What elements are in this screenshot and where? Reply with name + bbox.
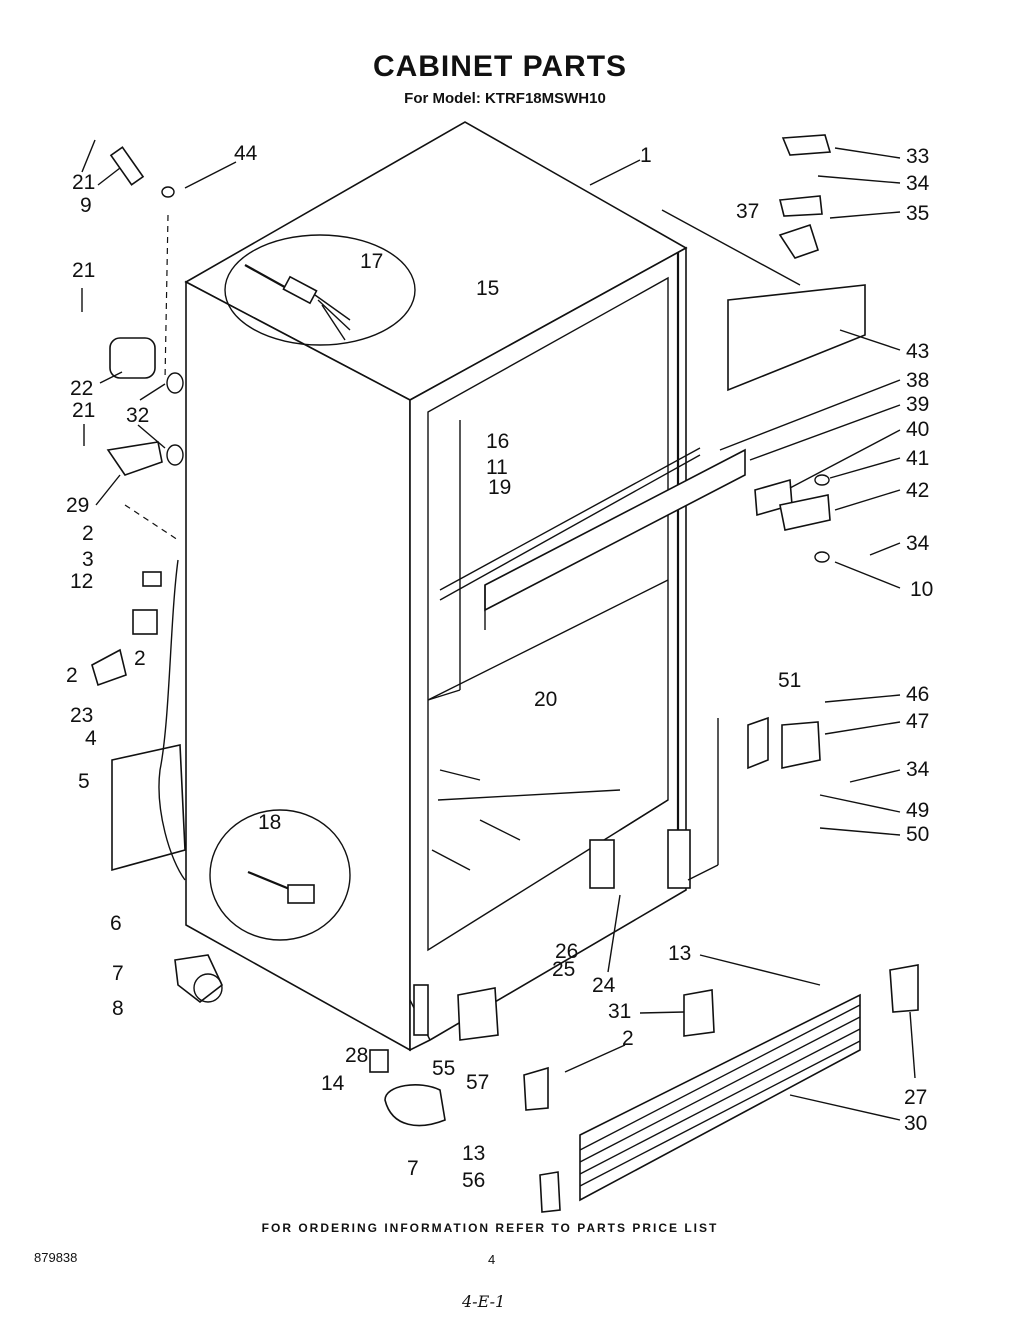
callout-label: 2 <box>134 647 146 670</box>
callout-label: 21 <box>72 171 95 194</box>
callout-label: 40 <box>906 418 929 441</box>
callout-label: 41 <box>906 447 929 470</box>
part-18 <box>247 870 315 904</box>
callout-label: 2 <box>622 1027 634 1050</box>
callout-label: 51 <box>778 669 801 692</box>
callout-label: 39 <box>906 393 929 416</box>
callout-label: 9 <box>80 194 92 217</box>
page-title: CABINET PARTS <box>372 50 628 83</box>
callout-label: 2 <box>82 522 94 545</box>
detail-bubble-18 <box>209 809 351 941</box>
right-parts <box>661 134 866 881</box>
callout-label: 11 <box>486 456 508 479</box>
callout-label: 1 <box>640 144 652 167</box>
callout-label: 56 <box>462 1169 485 1192</box>
callout-label: 24 <box>592 974 616 997</box>
callout-label: 27 <box>904 1086 927 1109</box>
callout-label: 30 <box>904 1112 927 1135</box>
wire-harness <box>244 264 351 341</box>
callout-label: 12 <box>70 570 93 593</box>
callout-label: 19 <box>488 476 511 499</box>
callout-label: 38 <box>906 369 929 392</box>
callout-label: 7 <box>407 1157 419 1180</box>
callout-label: 42 <box>906 479 929 502</box>
callout-label: 33 <box>906 145 929 168</box>
callout-label: 15 <box>476 277 499 300</box>
callout-label: 29 <box>66 494 89 517</box>
callout-label: 43 <box>906 340 929 363</box>
callout-label: 26 <box>555 940 578 963</box>
document-number: 879838 <box>34 1250 78 1265</box>
callout-label: 18 <box>258 811 281 834</box>
leader-lines <box>81 139 916 1121</box>
callout-label: 46 <box>906 683 929 706</box>
callout-label: 13 <box>462 1142 485 1165</box>
callout-label: 21 <box>72 399 95 422</box>
callout-label: 31 <box>608 1000 631 1023</box>
callout-label: 13 <box>668 942 691 965</box>
callout-label: 2 <box>66 664 78 687</box>
callout-label: 7 <box>112 962 124 985</box>
callout-label: 34 <box>906 758 930 781</box>
callout-label: 3 <box>82 548 94 571</box>
cabinet-body <box>184 121 691 1052</box>
callout-label: 34 <box>906 172 930 195</box>
left-parts <box>91 146 223 1004</box>
callout-label: 28 <box>345 1044 368 1067</box>
callout-label: 23 <box>70 704 93 727</box>
callout-label: 55 <box>432 1057 455 1080</box>
callout-label: 14 <box>321 1072 345 1095</box>
handwritten-note: 4-E-1 <box>462 1292 506 1311</box>
callout-label: 4 <box>85 727 97 750</box>
bottom-parts <box>369 964 919 1213</box>
callout-label: 34 <box>906 532 930 555</box>
callout-label: 22 <box>70 377 93 400</box>
callout-label: 32 <box>126 404 149 427</box>
callouts: 1 2 2 2 2 3 4 5 6 7 7 8 9 10 11 12 13 13… <box>66 142 933 1192</box>
callout-label: 25 <box>552 958 575 981</box>
callout-label: 49 <box>906 799 929 822</box>
callout-label: 16 <box>486 430 509 453</box>
divider-rail <box>439 447 746 630</box>
callout-label: 6 <box>110 912 122 935</box>
callout-label: 17 <box>360 250 383 273</box>
callout-label: 35 <box>906 202 929 225</box>
callout-label: 10 <box>910 578 933 601</box>
model-subtitle: For Model: KTRF18MSWH10 <box>404 90 606 107</box>
callout-label: 57 <box>466 1071 489 1094</box>
ordering-note: FOR ORDERING INFORMATION REFER TO PARTS … <box>261 1221 719 1235</box>
callout-label: 20 <box>534 688 557 711</box>
page-number: 4 <box>488 1252 496 1267</box>
callout-label: 37 <box>736 200 759 223</box>
callout-label: 47 <box>906 710 929 733</box>
callout-label: 8 <box>112 997 124 1020</box>
wiring-detail-bubble <box>224 234 416 346</box>
callout-label: 21 <box>72 259 95 282</box>
callout-label: 5 <box>78 770 90 793</box>
callout-label: 50 <box>906 823 929 846</box>
callout-label: 44 <box>234 142 258 165</box>
